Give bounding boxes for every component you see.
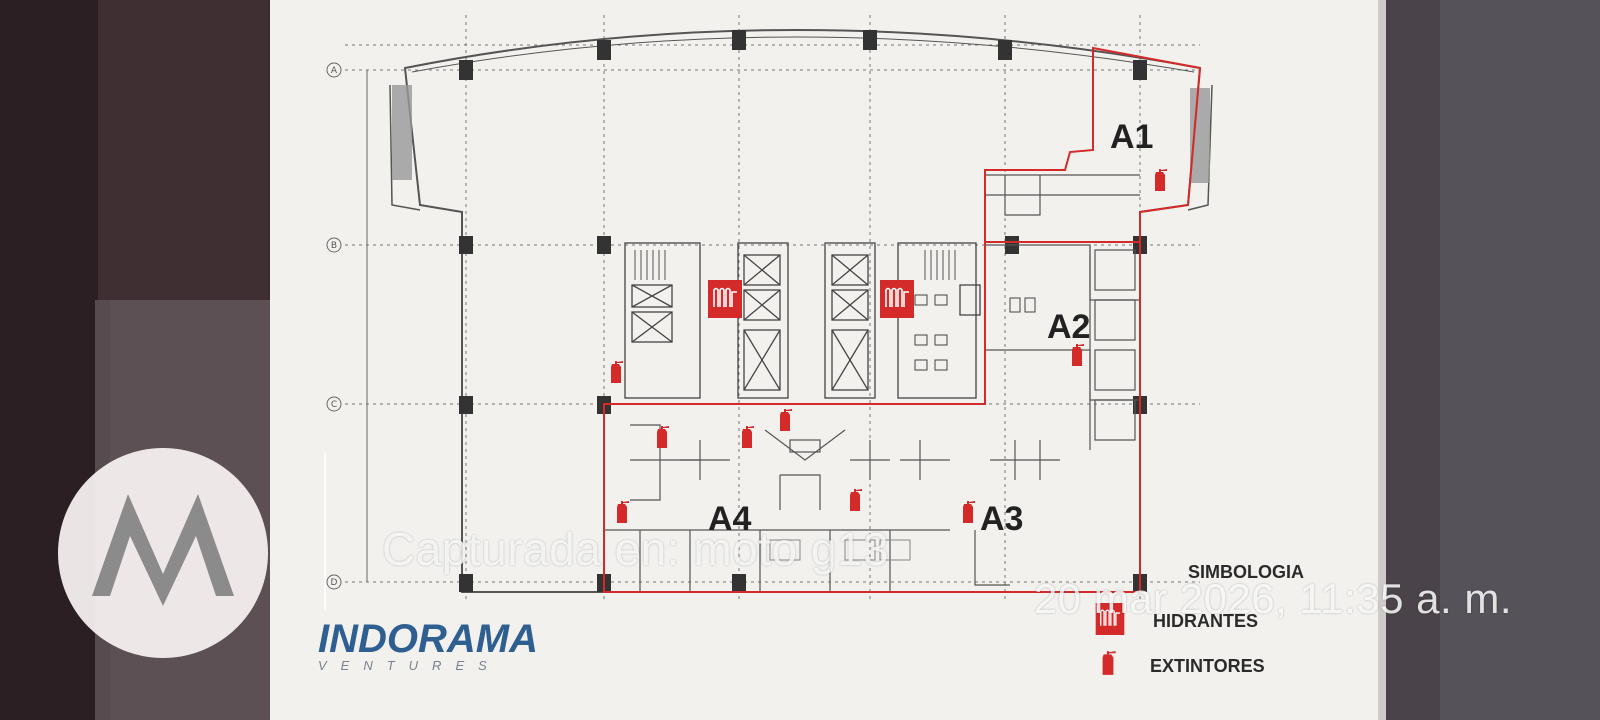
hydrant-icon xyxy=(708,280,742,318)
motorola-logo-icon xyxy=(58,448,268,658)
brand-logo: INDORAMA VENTURES xyxy=(318,617,538,673)
zone-label-a2: A2 xyxy=(1047,308,1090,346)
zone-label-a1: A1 xyxy=(1110,118,1153,156)
svg-text:C: C xyxy=(331,400,337,410)
svg-text:D: D xyxy=(331,578,338,588)
svg-text:A: A xyxy=(331,66,338,76)
legend-hydrants-label: HIDRANTES xyxy=(1153,611,1258,631)
hydrant-icon xyxy=(880,280,914,318)
capture-caption: Capturada en: moto g13 xyxy=(382,523,890,575)
brand-tagline: VENTURES xyxy=(318,658,501,673)
legend-title: SIMBOLOGIA xyxy=(1188,562,1304,582)
svg-text:B: B xyxy=(331,241,337,251)
legend-extinguishers-label: EXTINTORES xyxy=(1150,656,1265,676)
capture-datetime: 20 mar 2026, 11:35 a. m. xyxy=(1033,575,1512,622)
zone-label-a4: A4 xyxy=(708,500,752,538)
zone-label-a3: A3 xyxy=(980,500,1023,538)
legend: SIMBOLOGIA HIDRANTES EXTINTORES xyxy=(1095,562,1304,676)
brand-name: INDORAMA xyxy=(318,617,538,661)
